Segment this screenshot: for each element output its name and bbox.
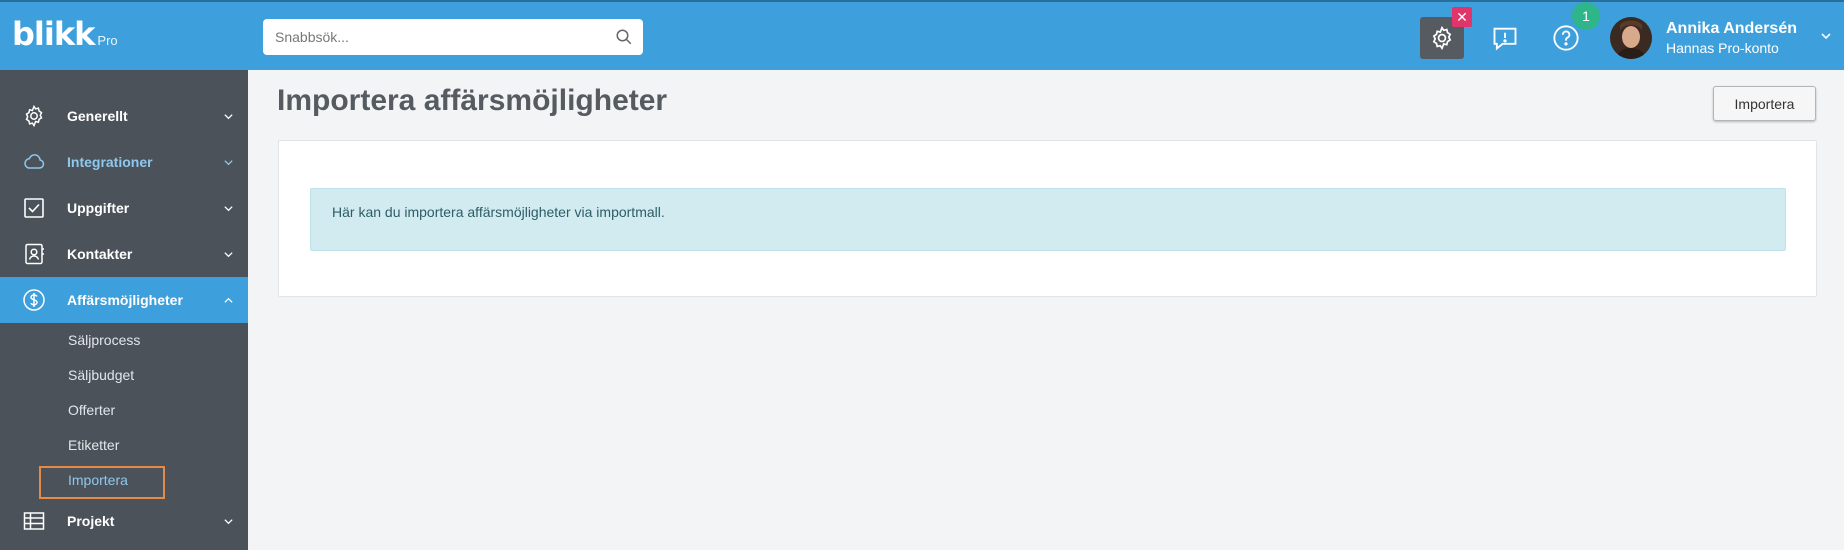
sidebar-subitem-offerter[interactable]: Offerter: [68, 402, 116, 418]
dollar-circle-icon: [23, 289, 45, 311]
user-account[interactable]: Hannas Pro-konto: [1666, 40, 1779, 56]
user-name[interactable]: Annika Andersén: [1666, 20, 1797, 37]
sidebar-item-label: Projekt: [67, 513, 115, 529]
sidebar-item-label: Kontakter: [67, 246, 133, 262]
import-button[interactable]: Importera: [1713, 86, 1816, 121]
sidebar-item-label: Uppgifter: [67, 200, 130, 216]
sidebar-item-generellt[interactable]: Generellt: [0, 93, 248, 139]
info-text: Här kan du importera affärsmöjligheter v…: [332, 204, 665, 220]
sidebar-item-label: Affärsmöjligheter: [67, 292, 183, 308]
search-icon[interactable]: [615, 28, 633, 46]
chevron-down-icon: [224, 160, 233, 166]
content-panel: Här kan du importera affärsmöjligheter v…: [278, 140, 1817, 297]
sidebar-item-label: Integrationer: [67, 154, 153, 170]
chevron-down-icon[interactable]: [1820, 30, 1832, 42]
sidebar: Generellt Integrationer Uppgifter Kontak…: [0, 70, 248, 550]
contact-card-icon: [25, 243, 44, 265]
close-icon[interactable]: ✕: [1452, 7, 1472, 27]
sidebar-subitem-saljprocess[interactable]: Säljprocess: [68, 332, 141, 348]
gear-icon: [1432, 25, 1452, 51]
cloud-icon: [24, 154, 45, 169]
page-title: Importera affärsmöjligheter: [277, 84, 668, 117]
help-icon: [1553, 25, 1579, 51]
sidebar-item-integrationer[interactable]: Integrationer: [0, 139, 248, 185]
search-input[interactable]: [263, 19, 593, 55]
chevron-up-icon: [224, 297, 233, 303]
chevron-down-icon: [224, 114, 233, 120]
notification-badge: 1: [1572, 2, 1600, 30]
quick-search: [263, 19, 643, 55]
feedback-icon: [1493, 27, 1517, 51]
logo-text: blikk: [12, 15, 95, 53]
gear-icon: [25, 104, 43, 128]
settings-button[interactable]: ✕: [1420, 7, 1472, 59]
help-button[interactable]: 1: [1544, 2, 1600, 59]
chevron-down-icon: [224, 252, 233, 258]
chevron-down-icon: [224, 206, 233, 212]
sidebar-item-kontakter[interactable]: Kontakter: [0, 231, 248, 277]
sidebar-item-affarsmojligheter[interactable]: Affärsmöjligheter: [0, 277, 248, 323]
sidebar-item-uppgifter[interactable]: Uppgifter: [0, 185, 248, 231]
sidebar-item-projekt[interactable]: Projekt: [0, 498, 248, 544]
checkbox-icon: [24, 198, 44, 218]
feedback-button[interactable]: [1483, 17, 1527, 59]
sidebar-subitem-importera[interactable]: Importera: [0, 463, 248, 499]
sidebar-subitem-saljbudget[interactable]: Säljbudget: [68, 367, 135, 383]
top-bar: blikk Pro ✕ 1: [0, 0, 1844, 70]
chevron-down-icon: [224, 519, 233, 525]
info-alert: Här kan du importera affärsmöjligheter v…: [310, 188, 1786, 251]
table-icon: [23, 512, 45, 530]
blikk-logo[interactable]: blikk Pro: [12, 18, 118, 50]
sidebar-item-label: Generellt: [67, 108, 128, 124]
logo-sub-text: Pro: [97, 33, 118, 48]
avatar[interactable]: [1610, 17, 1652, 59]
sidebar-subitem-etiketter[interactable]: Etiketter: [68, 437, 120, 453]
